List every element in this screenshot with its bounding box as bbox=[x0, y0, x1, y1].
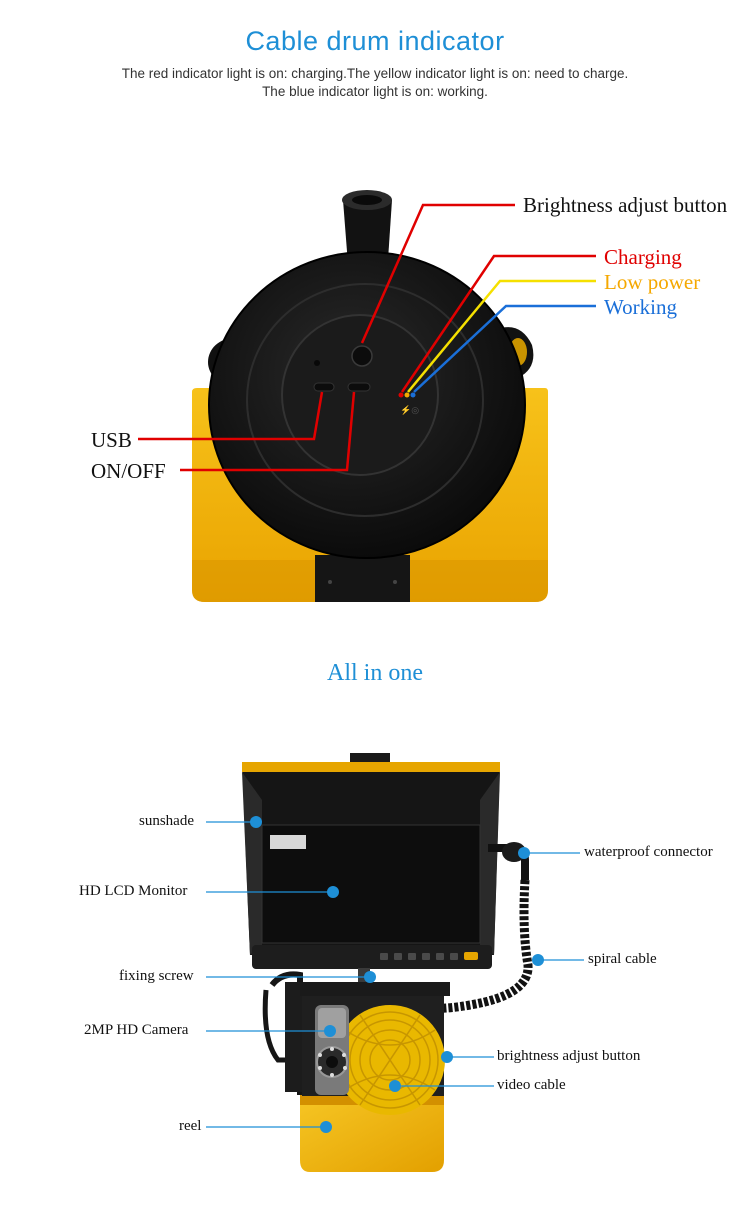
label-spiral-cable: spiral cable bbox=[588, 951, 657, 967]
section2-leader-lines bbox=[206, 816, 584, 1133]
label-usb: USB bbox=[91, 428, 132, 452]
section-title-cable-drum: Cable drum indicator bbox=[245, 26, 505, 56]
label-hd-lcd-monitor: HD LCD Monitor bbox=[79, 883, 188, 899]
label-video-cable: video cable bbox=[497, 1077, 566, 1093]
indicator-description-line2: The blue indicator light is on: working. bbox=[262, 84, 488, 99]
section1-leader-lines bbox=[138, 203, 596, 472]
indicator-description-line1: The red indicator light is on: charging.… bbox=[121, 66, 629, 81]
label-brightness-adjust-button: Brightness adjust button bbox=[523, 193, 728, 217]
label-2mp-hd-camera: 2MP HD Camera bbox=[84, 1022, 189, 1038]
label-fixing-screw: fixing screw bbox=[119, 968, 194, 984]
label-working: Working bbox=[604, 295, 677, 319]
section-title-all-in-one: All in one bbox=[327, 660, 423, 686]
monitor-camera-kit bbox=[242, 753, 533, 1172]
svg-text:⚡◎: ⚡◎ bbox=[400, 404, 419, 416]
label-brightness-adjust-button-2: brightness adjust button bbox=[497, 1048, 641, 1064]
label-waterproof-connector: waterproof connector bbox=[584, 844, 713, 860]
cable-drum-device: ⚡◎ bbox=[192, 190, 548, 602]
label-reel: reel bbox=[179, 1118, 202, 1134]
label-on-off: ON/OFF bbox=[91, 459, 166, 483]
label-sunshade: sunshade bbox=[139, 813, 194, 829]
label-low-power: Low power bbox=[604, 270, 701, 294]
label-charging: Charging bbox=[604, 245, 682, 269]
